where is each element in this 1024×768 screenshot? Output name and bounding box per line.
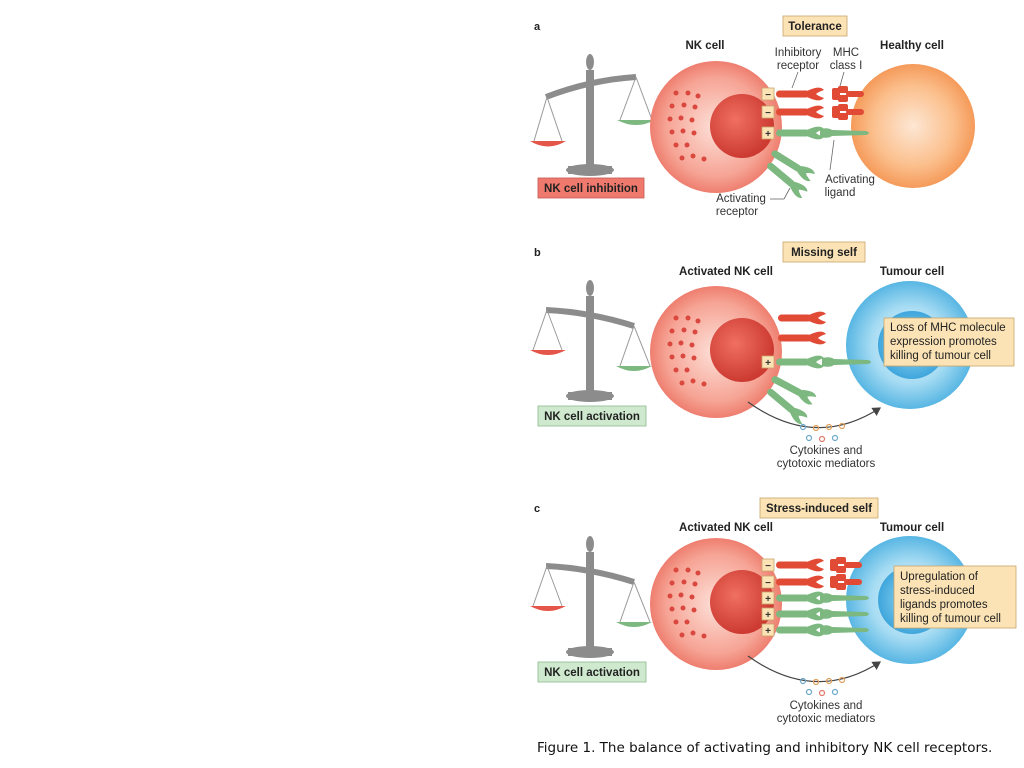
activating-receptor-label: receptor [716, 206, 758, 218]
panel-b: b NK cell activation Missing self Activa… [530, 241, 1015, 470]
inhibitory-receptor-label: receptor [777, 60, 819, 72]
release-arrow [747, 655, 882, 683]
note-line: Upregulation of [900, 571, 979, 583]
tumour-cell-label: Tumour cell [880, 522, 944, 534]
cytokines-label: cytotoxic mediators [777, 713, 876, 725]
note-box [893, 565, 1017, 629]
sign: + [765, 610, 771, 621]
nk-cell-label: Activated NK cell [679, 522, 773, 534]
panel-c: c NK cell activation Stress-induced self… [530, 497, 1017, 725]
sign: − [765, 108, 771, 119]
tumour-cell-label: Tumour cell [880, 266, 944, 278]
cytokines-label: Cytokines and [790, 445, 863, 457]
activating-receptor-label: Activating [716, 193, 766, 205]
note-line: ligands promotes [900, 599, 988, 611]
panel-letter: a [534, 21, 541, 33]
note-line: expression promotes [890, 336, 997, 348]
nk-nucleus [710, 94, 774, 158]
sign: + [765, 129, 771, 140]
activation-label-box [537, 661, 647, 683]
nk-cell-label: Activated NK cell [679, 266, 773, 278]
cytokine-dots [799, 422, 846, 443]
balance-label: NK cell inhibition [544, 183, 638, 195]
activating-ligand-label: Activating [825, 174, 875, 186]
panel-letter: c [534, 503, 540, 515]
sign: − [765, 578, 771, 589]
granules [667, 315, 707, 387]
granules [667, 567, 707, 639]
balance-label: NK cell activation [544, 667, 640, 679]
panel-a: a NK cell inhibition Tolerance NK cell H… [530, 15, 975, 218]
release-arrow [747, 401, 882, 429]
balance-scale-icon [530, 280, 652, 402]
sign: − [765, 90, 771, 101]
panel-title: Tolerance [788, 21, 841, 33]
cytokine-dots [799, 676, 846, 697]
sign: + [765, 626, 771, 637]
note-box [883, 317, 1015, 367]
title-tag [759, 497, 879, 519]
note-line: killing of tumour cell [900, 613, 1001, 625]
panel-letter: b [534, 247, 541, 259]
inhibition-label-box [537, 177, 645, 199]
panel-title: Missing self [791, 247, 857, 259]
mhc-label: MHC [833, 47, 859, 59]
title-tag [782, 241, 866, 263]
nk-cell-label: NK cell [686, 40, 725, 52]
balance-scale-icon [530, 536, 652, 658]
nk-nucleus [710, 318, 774, 382]
sign: − [765, 561, 771, 572]
nk-nucleus [710, 570, 774, 634]
sign: + [765, 594, 771, 605]
note-line: killing of tumour cell [890, 350, 991, 362]
panel-title: Stress-induced self [766, 503, 872, 515]
cytokines-label: Cytokines and [790, 700, 863, 712]
healthy-cell-label: Healthy cell [880, 40, 944, 52]
activating-ligand-label: ligand [825, 187, 856, 199]
activation-label-box [537, 405, 647, 427]
sign: + [765, 358, 771, 369]
healthy-cell [851, 64, 975, 188]
figure-caption: Figure 1. The balance of activating and … [537, 740, 993, 756]
cytokines-label: cytotoxic mediators [777, 458, 876, 470]
granules [667, 90, 707, 162]
inhibitory-receptor-label: Inhibitory [775, 47, 822, 59]
balance-label: NK cell activation [544, 411, 640, 423]
note-line: stress-induced [900, 585, 975, 597]
title-tag [782, 15, 848, 37]
note-line: Loss of MHC molecule [890, 322, 1006, 334]
balance-scale-icon [530, 54, 655, 176]
mhc-label: class I [830, 60, 863, 72]
